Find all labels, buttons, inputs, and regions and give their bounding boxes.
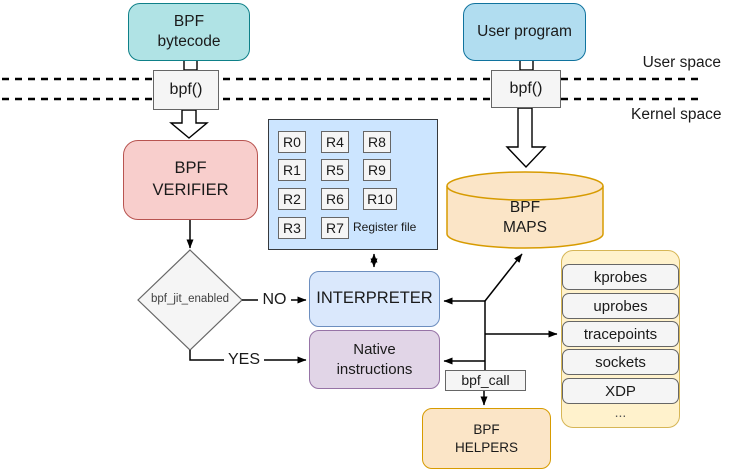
register-r7: R7 bbox=[321, 217, 349, 239]
bpf-helpers-node: BPF HELPERS bbox=[422, 408, 551, 469]
register-r10: R10 bbox=[363, 188, 397, 210]
bpf-maps-cylinder-top bbox=[446, 171, 604, 201]
register-r9: R9 bbox=[363, 159, 391, 181]
bpf-verifier-label-line2: VERIFIER bbox=[152, 181, 229, 199]
hook-row-kprobes: kprobes bbox=[562, 264, 679, 290]
hook-ellipsis-label: ... bbox=[614, 404, 627, 420]
bpf-syscall-right-node: bpf() bbox=[491, 70, 561, 108]
register-r2: R2 bbox=[278, 188, 306, 210]
bpf-maps-label-line1: BPF bbox=[509, 198, 541, 216]
bpf-maps-label: BPF MAPS bbox=[447, 195, 603, 241]
block-arrow-bpf-to-verifier bbox=[169, 109, 209, 139]
native-instructions-label-line2: instructions bbox=[336, 360, 413, 378]
bpf-maps-label-line2: MAPS bbox=[503, 219, 547, 236]
bpf-helpers-label-line1: BPF bbox=[473, 421, 500, 437]
bpf-verifier-label-line1: BPF bbox=[174, 159, 207, 178]
hook-uprobes-label: uprobes bbox=[593, 297, 648, 315]
bpf-helpers-label-line2: HELPERS bbox=[454, 439, 519, 455]
arrow-junction-to-maps bbox=[484, 253, 523, 302]
connector-square-left bbox=[183, 59, 198, 71]
jit-decision-label: bpf_jit_enabled bbox=[150, 293, 229, 305]
bpf-syscall-left-label: bpf() bbox=[169, 81, 203, 99]
hook-sockets-label: sockets bbox=[595, 353, 646, 371]
bpf-syscall-left-node: bpf() bbox=[153, 70, 219, 110]
hook-row-sockets: sockets bbox=[562, 349, 679, 375]
connector-square-right bbox=[519, 59, 534, 71]
native-instructions-node: Native instructions bbox=[309, 330, 440, 389]
user-space-label: User space bbox=[642, 54, 721, 71]
hook-xdp-label: XDP bbox=[605, 382, 636, 400]
register-r4: R4 bbox=[321, 131, 349, 153]
hook-row-uprobes: uprobes bbox=[562, 293, 679, 319]
hook-points-container: kprobes uprobes tracepoints sockets XDP … bbox=[561, 250, 680, 428]
register-r1: R1 bbox=[278, 159, 306, 181]
register-file-node: R0 R1 R2 R3 R4 R5 R6 R7 R8 R9 R10 Regist… bbox=[268, 119, 438, 250]
register-r5: R5 bbox=[321, 159, 349, 181]
hook-tracepoints-label: tracepoints bbox=[583, 325, 658, 343]
register-r0: R0 bbox=[278, 131, 306, 153]
bpf-syscall-right-label: bpf() bbox=[509, 80, 543, 98]
bpf-bytecode-node: BPF bytecode bbox=[128, 3, 250, 61]
no-branch-label: NO bbox=[258, 291, 291, 309]
bpf-maps-cylinder-body bbox=[446, 186, 604, 249]
bpf-bytecode-label-line1: BPF bbox=[173, 12, 205, 30]
arrow-yes-to-native bbox=[189, 350, 307, 364]
hook-row-tracepoints: tracepoints bbox=[562, 321, 679, 347]
hook-kprobes-label: kprobes bbox=[593, 268, 648, 286]
register-r8: R8 bbox=[363, 131, 391, 153]
bpf-call-node: bpf_call bbox=[445, 370, 526, 391]
kernel-space-label: Kernel space bbox=[631, 106, 722, 123]
native-instructions-label-line1: Native bbox=[353, 340, 396, 358]
block-arrow-bpf-to-maps bbox=[505, 107, 547, 169]
bpf-call-label: bpf_call bbox=[461, 372, 510, 389]
register-r6: R6 bbox=[321, 188, 349, 210]
interpreter-node: INTERPRETER bbox=[309, 271, 440, 327]
yes-branch-label: YES bbox=[224, 351, 264, 369]
interpreter-label: INTERPRETER bbox=[316, 289, 433, 308]
user-program-node: User program bbox=[463, 3, 586, 61]
register-r3: R3 bbox=[278, 217, 306, 239]
hook-row-xdp: XDP bbox=[562, 378, 679, 404]
bpf-bytecode-label-line2: bytecode bbox=[157, 33, 221, 50]
bpf-verifier-node: BPF VERIFIER bbox=[123, 140, 258, 220]
user-program-label: User program bbox=[477, 22, 572, 40]
register-file-caption: Register file bbox=[353, 220, 417, 234]
